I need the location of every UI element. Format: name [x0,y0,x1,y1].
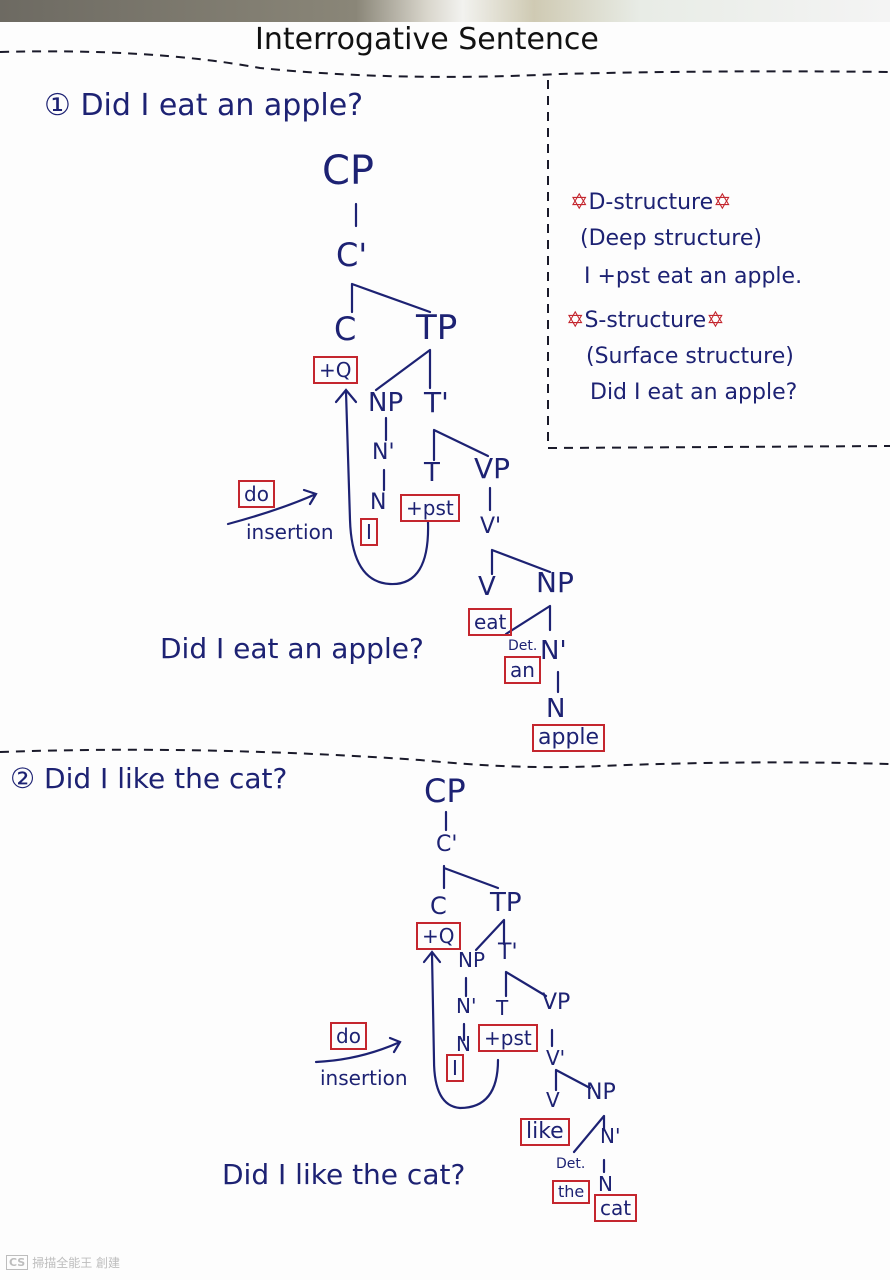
verb-box: eat [468,608,513,636]
s-structure-sentence: Did I eat an apple? [590,380,798,405]
det-box: an [504,656,541,684]
noun-box: cat [594,1194,638,1222]
page-title: Interrogative Sentence [255,22,599,57]
det-box: the [552,1180,591,1204]
node-tp: TP [416,308,458,348]
do-box: do [330,1022,367,1050]
node-v-bar: V' [546,1046,566,1070]
node-t-bar: T' [498,940,518,965]
node-vp: VP [474,452,511,485]
node-n: N [456,1032,471,1056]
example1-heading: ① Did I eat an apple? [44,88,363,123]
node-n-bar: N' [456,994,477,1018]
node-n-bar-object: N' [540,636,567,666]
noun-box: apple [532,724,606,752]
node-cp: CP [424,772,466,810]
node-c-bar: C' [336,236,368,274]
insertion-label: insertion [246,520,334,544]
node-t: T [424,458,440,488]
node-vp: VP [542,990,571,1015]
example1-surface-sentence: Did I eat an apple? [160,632,424,665]
subject-box: I [360,518,378,546]
tense-box: +pst [400,494,460,522]
node-np-object: NP [586,1080,616,1105]
node-det: Det. [556,1156,586,1172]
node-np-subject: NP [368,388,404,418]
verb-box: like [520,1118,570,1146]
node-np-subject: NP [458,948,486,972]
d-structure-heading: ✡D-structure✡ [570,190,732,215]
node-v: V [546,1088,560,1112]
d-structure-sentence: I +pst eat an apple. [584,264,803,289]
node-tp: TP [490,888,522,918]
star-icon: ✡ [713,190,732,215]
s-structure-heading: ✡S-structure✡ [566,308,725,333]
example2-question: Did I like the cat? [44,762,288,795]
number-badge: ② [10,762,36,795]
node-cp: CP [322,148,375,194]
node-v-bar: V' [480,514,502,539]
tense-box: +pst [478,1024,538,1052]
example2-surface-sentence: Did I like the cat? [222,1158,466,1191]
node-n: N [370,490,387,515]
node-n-object: N [546,694,566,724]
node-det: Det. [508,638,538,654]
d-structure-subtitle: (Deep structure) [580,226,762,251]
node-c-bar: C' [436,832,458,857]
watermark-text: 掃描全能王 創建 [32,1256,121,1270]
cs-logo-icon: CS [6,1255,29,1270]
do-box: do [238,480,275,508]
star-icon: ✡ [570,190,589,215]
scanner-watermark: CS 掃描全能王 創建 [6,1254,120,1271]
subject-box: I [446,1054,464,1082]
star-icon: ✡ [566,308,585,333]
node-c: C [334,310,357,348]
plus-q-box: +Q [416,922,461,950]
node-np-object: NP [536,566,574,599]
example2-heading: ② Did I like the cat? [10,762,287,795]
star-icon: ✡ [706,308,725,333]
node-t-bar: T' [424,386,449,419]
plus-q-box: +Q [313,356,358,384]
number-badge: ① [44,88,71,123]
node-t: T [496,996,509,1020]
photo-background-strip [0,0,890,22]
node-c: C [430,892,447,920]
node-n-bar-object: N' [600,1124,621,1148]
node-n-bar: N' [372,440,395,465]
example1-question: Did I eat an apple? [80,88,364,123]
node-v: V [478,572,496,602]
insertion-label: insertion [320,1066,408,1090]
node-n-object: N [598,1172,613,1196]
s-structure-subtitle: (Surface structure) [586,344,794,369]
